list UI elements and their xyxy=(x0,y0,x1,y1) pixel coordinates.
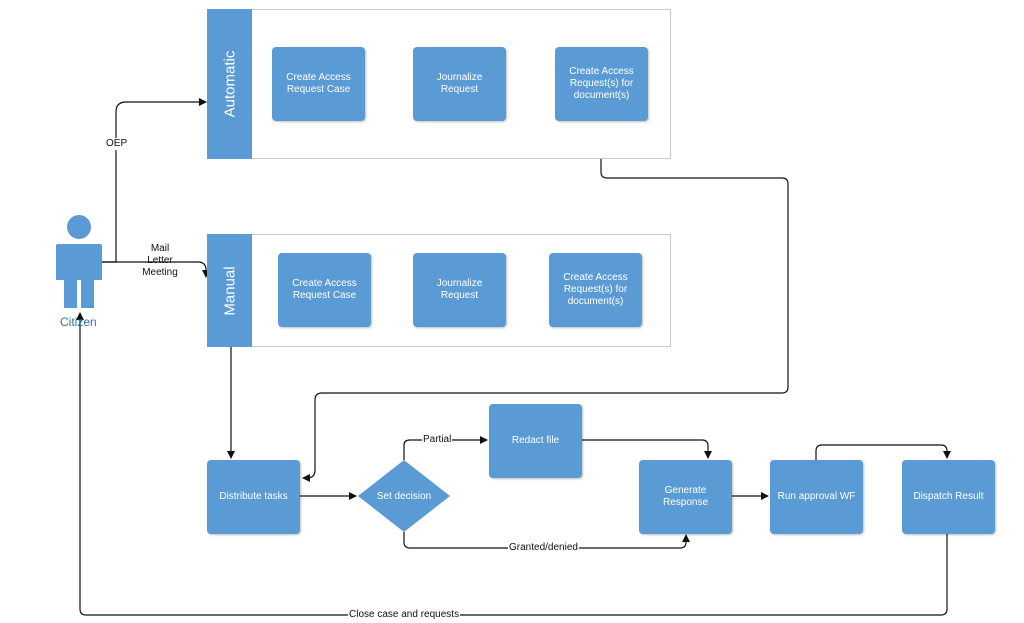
generate-response-box[interactable]: Generate Response xyxy=(639,460,732,534)
edge-label-close: Close case and requests xyxy=(348,609,461,621)
auto-create-case-box[interactable]: Create Access Request Case xyxy=(272,47,365,121)
person-icon xyxy=(56,215,102,308)
arrow-approval-to-dispatch xyxy=(815,444,951,460)
edge-label-manual-channels: Mail Letter Meeting xyxy=(142,243,178,278)
lane-automatic-header: Automatic xyxy=(207,9,252,159)
lane-automatic-title: Automatic xyxy=(221,50,238,118)
decision-diamond[interactable] xyxy=(358,460,450,532)
manual-create-doc-requests-box[interactable]: Create Access Request(s) for document(s) xyxy=(549,253,642,327)
arrow-citizen-to-automatic xyxy=(102,98,207,263)
edge-label-oep: OEP xyxy=(105,138,129,150)
lane-manual-header: Manual xyxy=(207,234,252,347)
distribute-tasks-box[interactable]: Distribute tasks xyxy=(207,460,300,534)
redact-file-box[interactable]: Redact file xyxy=(489,404,582,478)
auto-journalize-box[interactable]: Journalize Request xyxy=(413,47,506,121)
edge-label-partial: Partial xyxy=(422,434,453,446)
actor-label: Citizen xyxy=(60,315,97,329)
auto-create-doc-requests-box[interactable]: Create Access Request(s) for document(s) xyxy=(555,47,648,121)
manual-journalize-box[interactable]: Journalize Request xyxy=(413,253,506,327)
lane-manual-title: Manual xyxy=(221,265,238,316)
manual-create-case-box[interactable]: Create Access Request Case xyxy=(278,253,371,327)
arrow-dispatch-to-citizen xyxy=(76,312,948,616)
arrow-citizen-to-manual xyxy=(102,261,210,278)
dispatch-result-box[interactable]: Dispatch Result xyxy=(902,460,995,534)
arrow-auto-to-distribute xyxy=(302,121,789,482)
arrow-decision-partial xyxy=(403,436,488,460)
decision-label: Set decision xyxy=(376,490,432,502)
run-approval-box[interactable]: Run approval WF xyxy=(770,460,863,534)
arrow-redact-to-generate xyxy=(582,439,712,459)
edge-label-granted-denied: Granted/denied xyxy=(508,542,579,554)
